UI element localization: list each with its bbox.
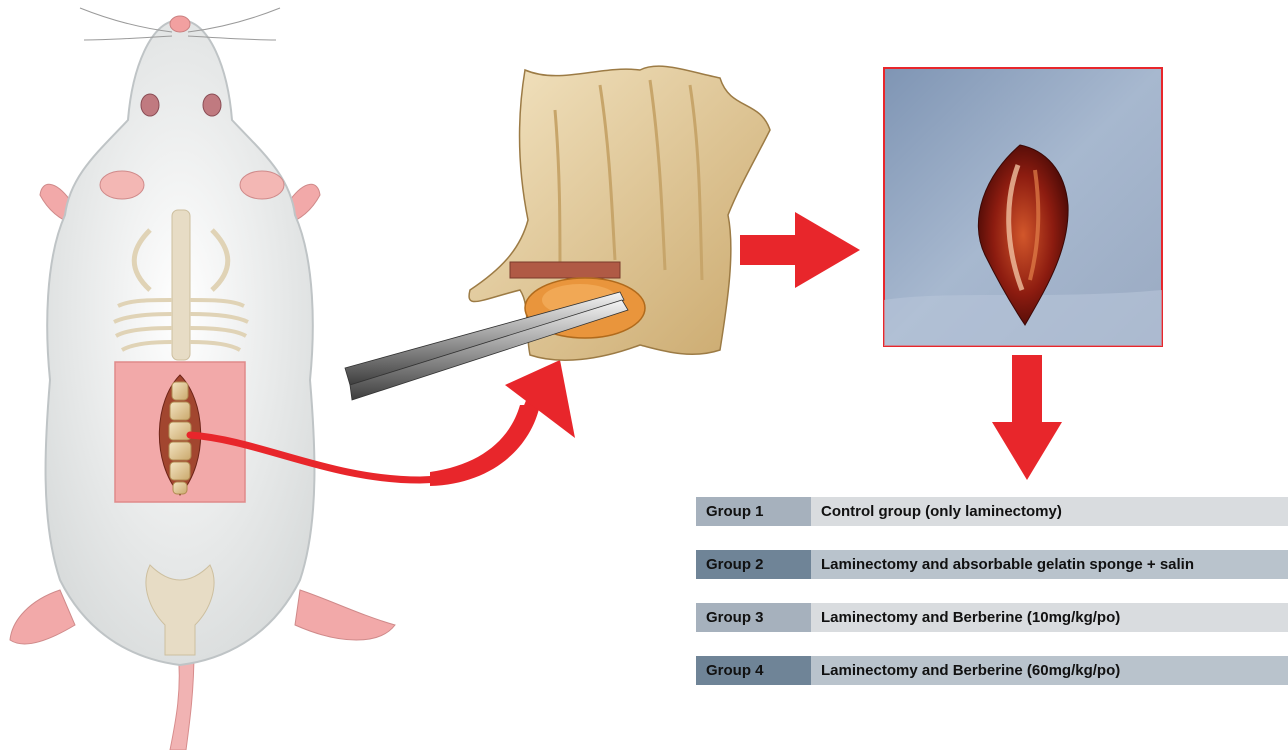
surgical-photo [884,68,1162,346]
group-label: Group 1 [696,497,811,526]
rat-illustration [10,8,395,750]
group-label: Group 3 [696,603,811,632]
group-description: Control group (only laminectomy) [811,497,1288,526]
vertebra-illustration [469,66,770,360]
down-red-arrow [992,355,1062,480]
group-row-3: Group 3 Laminectomy and Berberine (10mg/… [696,603,1288,632]
rat-left-ear [100,171,144,199]
rat-left-hind-foot [10,590,75,644]
group-label: Group 4 [696,656,811,685]
group-description: Laminectomy and absorbable gelatin spong… [811,550,1288,579]
group-row-1: Group 1 Control group (only laminectomy) [696,497,1288,526]
rat-nose [170,16,190,32]
rat-left-eye [141,94,159,116]
rat-right-ear [240,171,284,199]
group-row-2: Group 2 Laminectomy and absorbable gelat… [696,550,1288,579]
group-row-4: Group 4 Laminectomy and Berberine (60mg/… [696,656,1288,685]
rat-right-hind-foot [295,590,395,640]
group-description: Laminectomy and Berberine (60mg/kg/po) [811,656,1288,685]
right-red-arrow [740,212,860,288]
group-description: Laminectomy and Berberine (10mg/kg/po) [811,603,1288,632]
rat-right-eye [203,94,221,116]
vertebra-cut-section [510,262,620,278]
group-label: Group 2 [696,550,811,579]
